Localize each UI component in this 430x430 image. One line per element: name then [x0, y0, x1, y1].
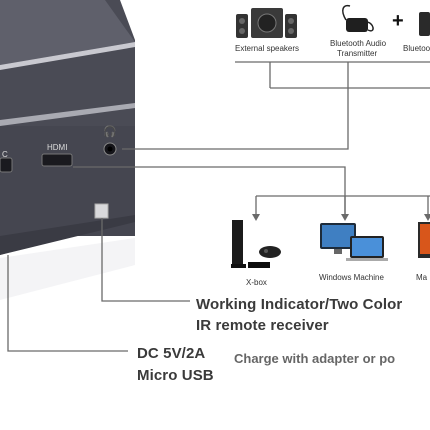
bt-transmitter-label-1: Bluetooth Audio	[330, 39, 387, 48]
dc-port	[0, 157, 13, 173]
ir-window	[94, 203, 109, 219]
connection-lines	[7, 61, 430, 352]
xbox-label: X-box	[246, 278, 267, 287]
dc-port-label: C	[2, 150, 8, 159]
windows-machine-label: Windows Machine	[319, 273, 384, 282]
plus-sign: +	[392, 10, 404, 32]
xbox-console-icon	[231, 220, 281, 268]
mini-pc-device	[0, 0, 135, 300]
dc-callout-2: Micro USB	[137, 367, 214, 384]
dc-callout-1: DC 5V/2A	[137, 345, 206, 362]
external-speakers-label: External speakers	[235, 44, 300, 53]
hdmi-port-label: HDMI	[47, 143, 68, 152]
mac-label-partial: Ma	[416, 273, 428, 282]
monitor-laptop-icon	[320, 223, 388, 261]
charge-callout: Charge with adapter or po	[234, 351, 396, 366]
bluetooth-transmitter-icon	[342, 4, 430, 36]
headphone-jack-icon: 🎧	[103, 126, 117, 138]
indicator-callout-2: IR remote receiver	[196, 317, 329, 334]
hdmi-port	[41, 153, 73, 167]
speakers-icon	[236, 8, 297, 38]
bluetooth-label-partial: Bluetoo	[403, 44, 430, 53]
mac-device-icon	[418, 222, 430, 258]
indicator-callout-1: Working Indicator/Two Color	[196, 296, 403, 313]
bt-transmitter-label-2: Transmitter	[337, 49, 378, 58]
